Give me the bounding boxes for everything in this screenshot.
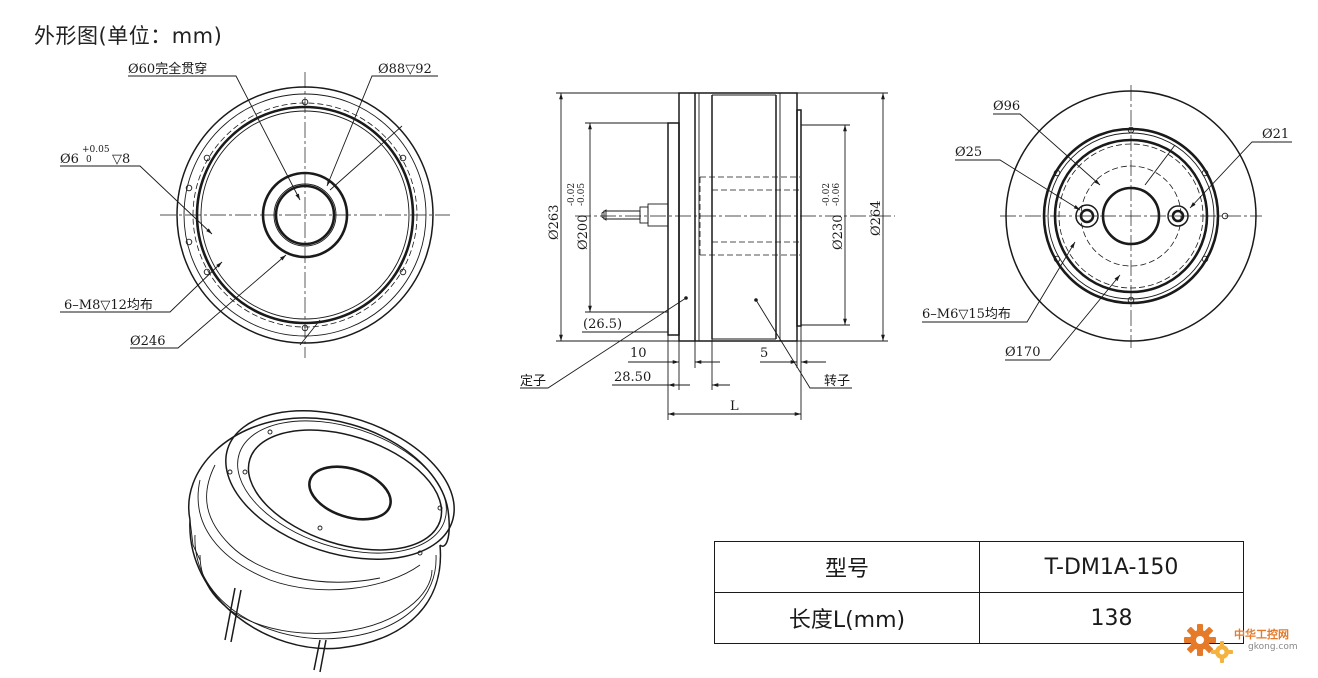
- label-stator: 定子: [520, 374, 546, 389]
- label-w5: 5: [760, 346, 768, 361]
- label-d96: Ø96: [993, 99, 1020, 114]
- label-d21: Ø21: [1262, 127, 1289, 142]
- watermark-text: 中华工控网: [1234, 628, 1289, 641]
- label-w10: 10: [630, 346, 647, 361]
- label-d200: Ø200: [576, 215, 591, 250]
- label-d200-tol-lower: -0.05: [577, 183, 587, 206]
- label-rotor: 转子: [824, 374, 850, 389]
- label-threaded-rear: 6–M6▽15均布: [922, 307, 1011, 322]
- label-d230-tol-lower: -0.06: [832, 183, 842, 206]
- front-view: Ø60完全贯穿 Ø88▽92 Ø6 +0.05 0 ▽8 6–M8▽12均布 Ø…: [60, 61, 450, 358]
- label-d230-tol-upper: -0.02: [822, 183, 832, 206]
- label-d170: Ø170: [1005, 345, 1040, 360]
- spec-value-model: T-DM1A-150: [979, 541, 1244, 593]
- label-w28: 28.50: [614, 370, 651, 385]
- label-pin-hole: Ø6: [60, 152, 79, 167]
- watermark-url: gkong.com: [1248, 642, 1298, 652]
- gear-logo-icon: [1184, 624, 1233, 663]
- label-bore: Ø60完全贯穿: [128, 61, 207, 77]
- watermark: 中华工控网 gkong.com: [1180, 618, 1308, 668]
- spec-table: 型号 T-DM1A-150 长度L(mm) 138: [714, 541, 1244, 644]
- label-d25: Ø25: [955, 145, 982, 160]
- spec-key-length: 长度L(mm): [714, 592, 980, 644]
- page-title: 外形图(单位：mm): [34, 24, 223, 48]
- label-counterbore: Ø88▽92: [378, 62, 432, 77]
- label-d263: Ø263: [547, 205, 562, 240]
- label-pcd: Ø246: [130, 334, 165, 349]
- table-row: 长度L(mm) 138: [714, 592, 1244, 644]
- table-row: 型号 T-DM1A-150: [714, 541, 1244, 593]
- label-threaded: 6–M8▽12均布: [64, 298, 153, 313]
- spec-key-model: 型号: [714, 541, 980, 593]
- label-d264: Ø264: [869, 201, 884, 236]
- label-pin-tol-lower: 0: [86, 155, 92, 165]
- label-d230: Ø230: [831, 215, 846, 250]
- label-offset: (26.5): [583, 317, 622, 332]
- side-view: Ø263 Ø200 -0.02 -0.05 Ø230 -0.02 -0.06 Ø…: [520, 92, 895, 420]
- label-pin-tol-upper: +0.05: [82, 145, 110, 155]
- label-length: L: [730, 399, 739, 414]
- rear-view: Ø96 Ø21 Ø25 6–M6▽15均布 Ø170: [922, 85, 1292, 361]
- label-pin-depth: ▽8: [112, 152, 130, 167]
- label-d200-tol-upper: -0.02: [567, 183, 577, 206]
- isometric-view: [188, 410, 455, 673]
